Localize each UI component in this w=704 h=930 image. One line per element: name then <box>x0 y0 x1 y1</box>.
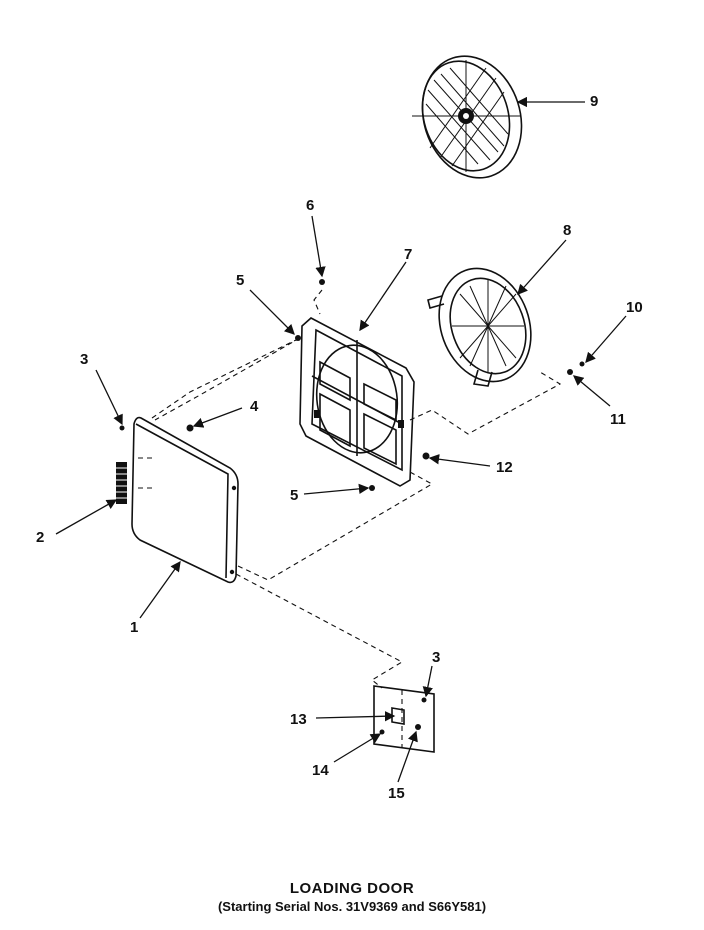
callout-5-bottom: 5 <box>290 487 298 504</box>
part-8-inner-screen <box>427 267 532 387</box>
hardware-dots <box>119 279 585 703</box>
callout-15: 15 <box>388 785 405 802</box>
part-2-door-handle <box>116 462 127 504</box>
callout-2: 2 <box>36 529 44 546</box>
diagram-subtitle: (Starting Serial Nos. 31V9369 and S66Y58… <box>217 899 487 914</box>
callout-labels: 9 8 7 6 5 3 4 2 1 5 12 10 11 3 13 14 15 <box>36 93 643 802</box>
callout-4: 4 <box>250 398 259 415</box>
part-7-door-frame <box>299 317 415 487</box>
callout-3-left: 3 <box>80 351 88 368</box>
callout-8: 8 <box>563 222 571 239</box>
hinge-plate-inset <box>373 685 435 753</box>
callout-12: 12 <box>496 459 513 476</box>
callout-14: 14 <box>312 762 329 779</box>
assembly-dashed-lines <box>138 289 562 689</box>
callout-6: 6 <box>306 197 314 214</box>
callout-3-right: 3 <box>432 649 440 666</box>
diagram-title: LOADING DOOR <box>289 880 415 897</box>
part-1-door-panel <box>131 416 239 584</box>
part-9-round-grille <box>412 55 523 179</box>
callout-7: 7 <box>404 246 412 263</box>
callout-9: 9 <box>590 93 598 110</box>
callout-13: 13 <box>290 711 307 728</box>
leader-lines <box>55 96 627 783</box>
callout-5-top: 5 <box>236 272 244 289</box>
callout-10: 10 <box>626 299 643 316</box>
callout-11: 11 <box>610 411 626 428</box>
callout-1: 1 <box>130 619 138 636</box>
